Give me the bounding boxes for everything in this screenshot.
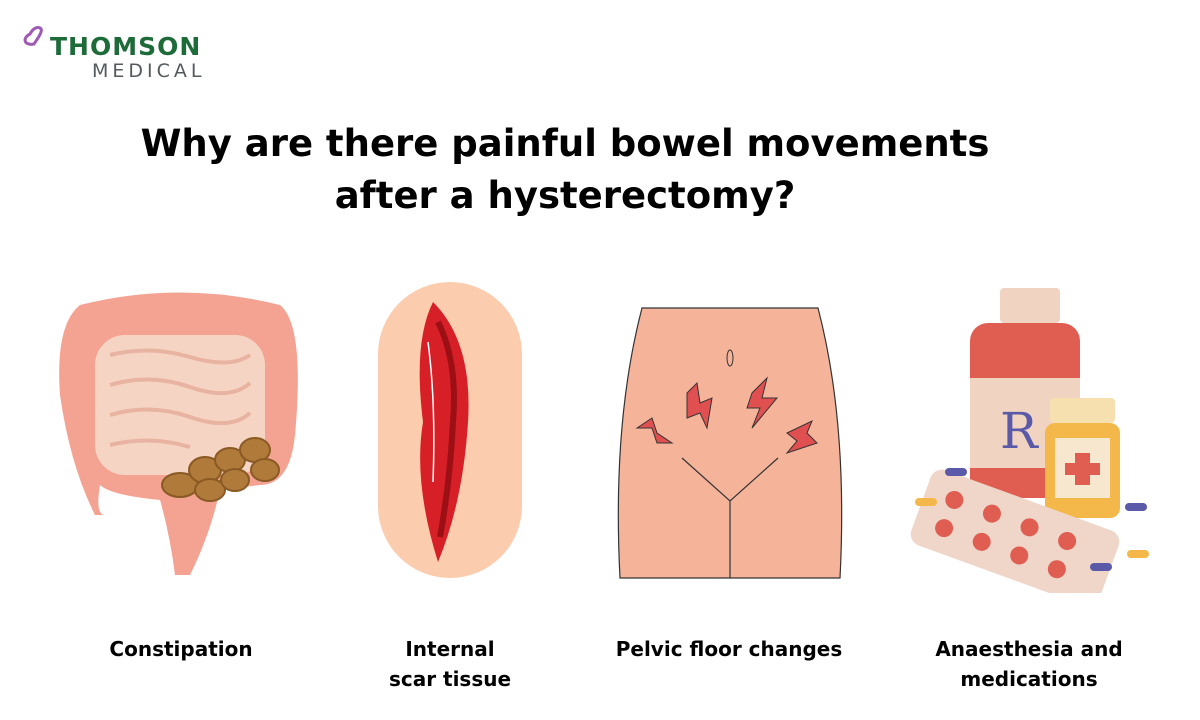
cause-label-constipation: Constipation (109, 637, 253, 661)
svg-text:R: R (1000, 402, 1039, 460)
scar-illustration (378, 282, 522, 578)
butterfly-icon (23, 26, 43, 46)
logo-text-thomson: THOMSON (50, 32, 202, 61)
logo-text-medical: MEDICAL (92, 60, 206, 82)
thomson-medical-logo: THOMSON MEDICAL (20, 22, 220, 84)
cause-label-pelvic-floor: Pelvic floor changes (615, 637, 843, 661)
title-line-1: Why are there painful bowel movements (140, 122, 990, 165)
cause-label-medications: Anaesthesia and medications (935, 637, 1123, 691)
page-title: Why are there painful bowel movements af… (0, 118, 1130, 222)
medications-illustration: R (910, 288, 1149, 593)
cause-label-scar-tissue: Internal scar tissue (388, 637, 512, 691)
pelvis-pain-illustration (617, 307, 843, 579)
intestines-illustration (59, 292, 298, 575)
title-line-2: after a hysterectomy? (334, 174, 796, 217)
